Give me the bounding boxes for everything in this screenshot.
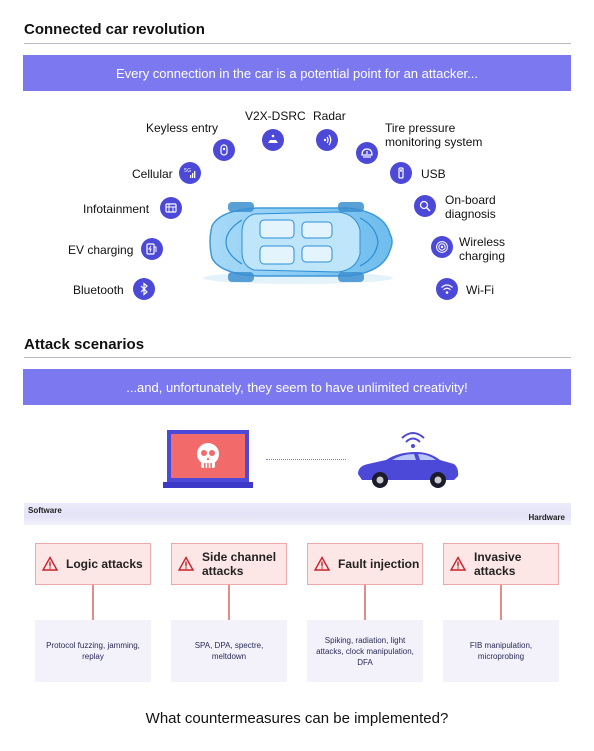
car-illustration (203, 202, 393, 284)
software-label: Software (28, 506, 62, 515)
attack-description: SPA, DPA, spectre, meltdown (171, 620, 287, 682)
attack-logic: Logic attacks (35, 543, 151, 585)
feature-label-tire-pressure: Tire pressure monitoring system (385, 121, 483, 149)
laptop-skull-icon (163, 430, 253, 488)
tire-pressure-icon (356, 142, 378, 164)
attack-title: Invasive attacks (474, 550, 522, 578)
radar-icon (316, 129, 338, 151)
ev-charging-icon (141, 238, 163, 260)
connector-line (92, 585, 94, 629)
attack-title: Fault injection (338, 557, 420, 571)
feature-label-ev-charging: EV charging (68, 243, 134, 257)
infotainment-icon (160, 197, 182, 219)
feature-label-bluetooth: Bluetooth (73, 283, 124, 297)
feature-label-on-board-diagnosis: On-board diagnosis (445, 193, 496, 221)
search-icon (414, 195, 436, 217)
car-wifi-icon (358, 432, 459, 488)
warning-icon (42, 556, 58, 571)
countermeasures-question: What countermeasures can be implemented? (145, 710, 449, 727)
attack-title: Logic attacks (66, 557, 143, 571)
warning-icon (314, 556, 330, 571)
section-divider (24, 357, 571, 358)
attack-description: Protocol fuzzing, jamming, replay (35, 620, 151, 682)
attack-invasive: Invasive attacks (443, 543, 559, 585)
attack-description: FIB manipulation, microprobing (443, 620, 559, 682)
connector-line (228, 585, 230, 629)
wifi-icon (436, 278, 458, 300)
feature-label-wireless-charging: Wireless charging (459, 235, 506, 263)
connector-line (500, 585, 502, 629)
svg-text:5G: 5G (184, 168, 191, 174)
warning-icon (450, 556, 466, 571)
feature-label-v2x-dsrc: V2X-DSRC (245, 109, 306, 123)
feature-label-wifi: Wi-Fi (466, 283, 494, 297)
attack-side-channel: Side channel attacks (171, 543, 287, 585)
cellular-5g-icon: 5G (179, 162, 201, 184)
feature-label-keyless-entry: Keyless entry (146, 121, 219, 135)
attack-description: Spiking, radiation, light attacks, clock… (307, 620, 423, 682)
section-title-connected-car: Connected car revolution (24, 21, 205, 38)
attack-title: Side channel attacks (202, 550, 277, 578)
section-title-attack-scenarios: Attack scenarios (24, 336, 145, 353)
v2x-icon (262, 129, 284, 151)
bluetooth-icon (133, 278, 155, 300)
wireless-charging-icon (431, 236, 453, 258)
connection-line (266, 459, 346, 460)
section-divider (24, 43, 571, 44)
attack-fault-injection: Fault injection (307, 543, 423, 585)
banner-creativity: ...and, unfortunately, they seem to have… (23, 369, 571, 405)
usb-icon (390, 162, 412, 184)
feature-label-radar: Radar (313, 109, 346, 123)
feature-label-cellular: Cellular (132, 167, 173, 181)
connector-line (364, 585, 366, 629)
feature-label-usb: USB (421, 167, 446, 181)
key-fob-icon (213, 139, 235, 161)
software-hardware-bar: Software Hardware (24, 503, 571, 525)
banner-attacker: Every connection in the car is a potenti… (23, 55, 571, 91)
feature-label-infotainment: Infotainment (83, 202, 150, 216)
warning-icon (178, 556, 194, 571)
hardware-label: Hardware (528, 513, 565, 522)
